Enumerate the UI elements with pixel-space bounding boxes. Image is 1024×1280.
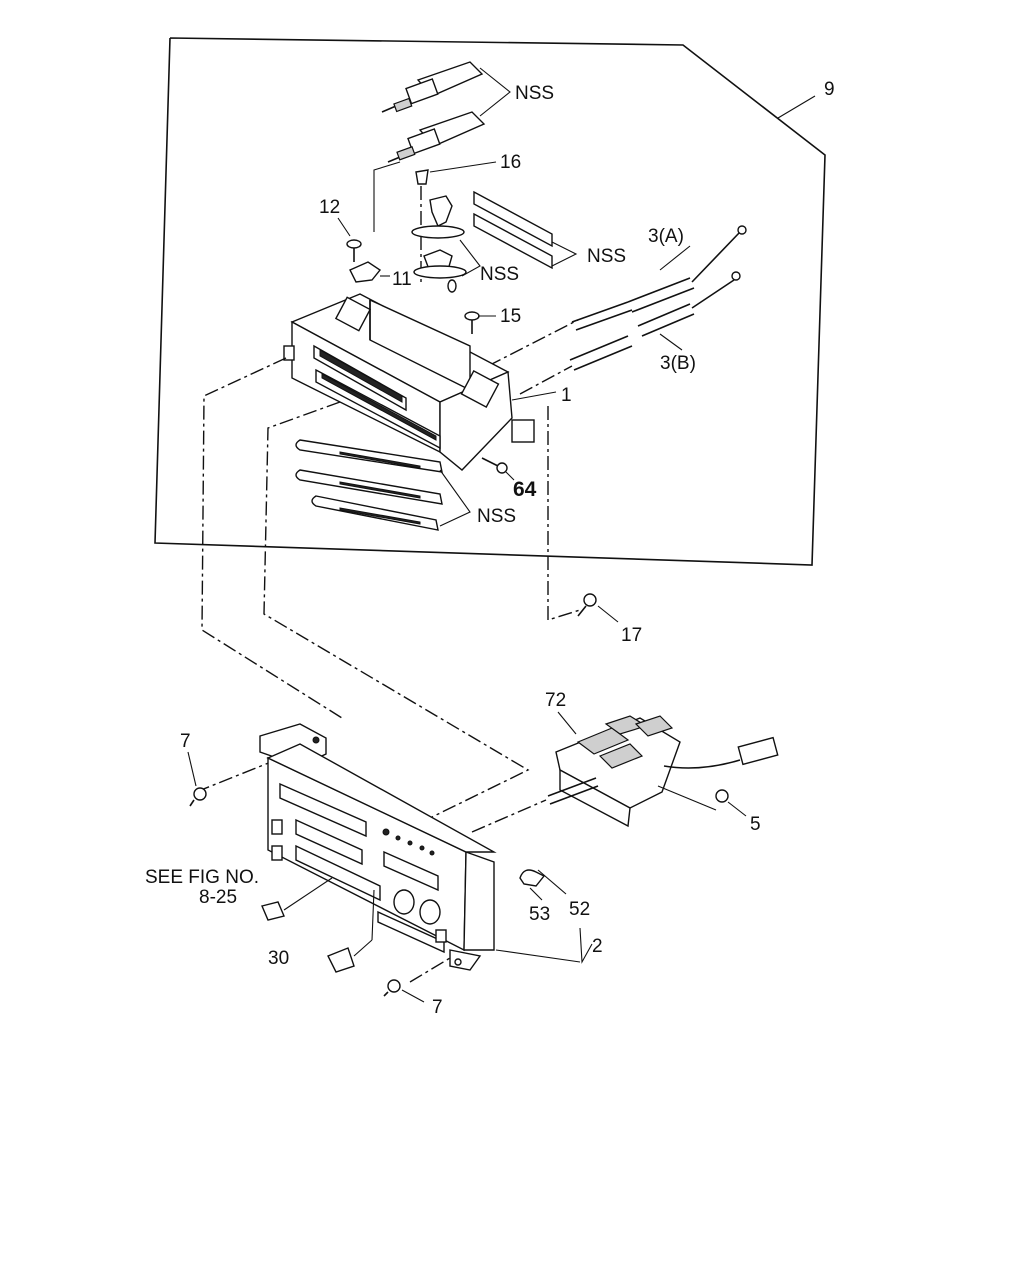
screw-12	[337, 217, 362, 262]
screw-15	[464, 311, 496, 334]
label-nss-top: NSS	[515, 83, 554, 104]
connector-lower	[373, 111, 486, 232]
label-12: 12	[319, 197, 340, 218]
guide-lines	[195, 357, 581, 983]
label-72: 72	[545, 690, 566, 711]
screw-5	[657, 785, 747, 817]
label-nss-bottom: NSS	[477, 506, 516, 527]
label-30: 30	[268, 948, 289, 969]
cable-3a	[487, 225, 747, 367]
label-see-fig-line1: SEE FIG NO.	[145, 867, 259, 888]
screw-7-left	[187, 751, 207, 807]
label-3a: 3(A)	[648, 226, 684, 247]
label-7-bottom: 7	[432, 997, 443, 1018]
clip-11	[349, 261, 390, 283]
screw-17	[577, 593, 619, 623]
label-nss-middle: NSS	[587, 246, 626, 267]
label-15: 15	[500, 306, 521, 327]
label-52: 52	[569, 899, 590, 920]
label-1: 1	[561, 385, 572, 406]
knob-8-25	[261, 877, 333, 921]
assembly-boundary	[154, 37, 826, 566]
label-53: 53	[529, 904, 550, 925]
blower-switch	[547, 711, 779, 828]
leader-nss-top	[479, 67, 511, 117]
bulbs	[519, 869, 567, 901]
label-2: 2	[592, 936, 603, 957]
label-7-left: 7	[180, 731, 191, 752]
knob-30	[327, 889, 375, 973]
screw-64	[481, 457, 515, 481]
slider-plates	[295, 439, 471, 531]
label-64: 64	[513, 478, 537, 501]
clip-parts	[411, 195, 481, 293]
connector-upper	[381, 61, 484, 113]
label-16: 16	[500, 152, 521, 173]
control-housing	[283, 293, 557, 471]
slider-bars	[473, 190, 578, 270]
label-nss-clip: NSS	[480, 264, 519, 285]
label-5: 5	[750, 814, 761, 835]
label-assembly-9: 9	[824, 79, 835, 100]
cable-3b	[519, 271, 741, 395]
screw-7-bottom	[383, 979, 425, 1003]
label-17: 17	[621, 625, 642, 646]
control-panel	[259, 723, 593, 971]
label-see-fig-line2: 8-25	[199, 887, 237, 908]
label-3b: 3(B)	[660, 353, 696, 374]
label-11: 11	[392, 269, 412, 290]
